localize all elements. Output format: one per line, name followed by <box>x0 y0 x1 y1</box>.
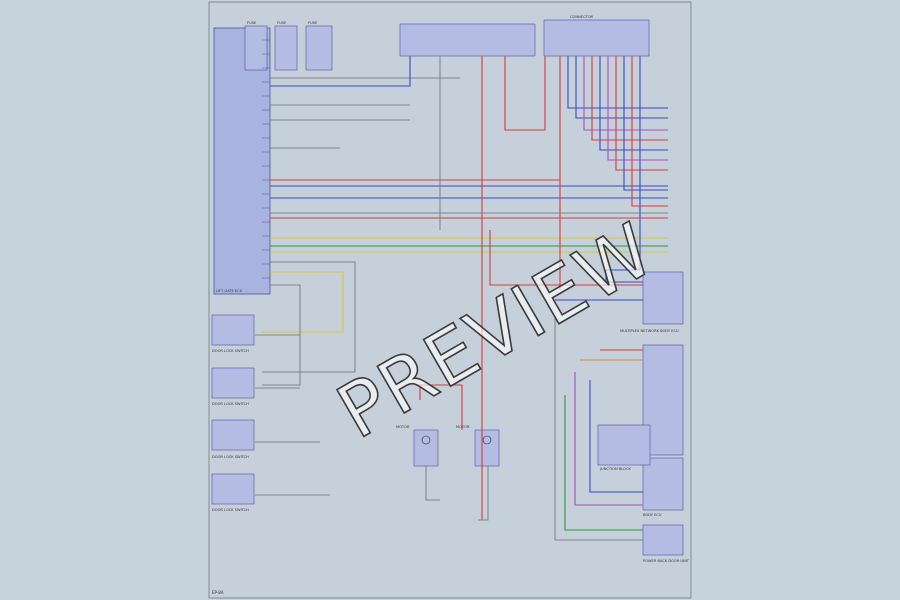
svg-text:DOOR LOCK SWITCH: DOOR LOCK SWITCH <box>212 349 249 353</box>
wire-red <box>615 56 668 171</box>
right-units: MULTIPLEX NETWORK BODY ECU JUNCTION BLOC… <box>597 271 690 563</box>
fuse-label-3: FUSE <box>308 21 318 25</box>
svg-text:BODY ECU: BODY ECU <box>643 513 662 517</box>
svg-text:MOTOR: MOTOR <box>456 425 470 429</box>
fuse-box-1 <box>244 25 268 71</box>
wire-blue <box>605 56 643 283</box>
main-ecu-label: LIFT GATE ECU <box>216 289 243 293</box>
connector-top-right <box>543 19 650 57</box>
wire-red <box>419 384 463 430</box>
wire-blue <box>575 56 668 119</box>
fuse-box-2 <box>274 25 298 71</box>
wire-green <box>564 395 643 531</box>
wire-magenta <box>574 372 643 506</box>
svg-text:MULTIPLEX NETWORK BODY ECU: MULTIPLEX NETWORK BODY ECU <box>620 329 679 333</box>
connector-top-right-label: CONNECTOR <box>570 15 594 19</box>
svg-text:MOTOR: MOTOR <box>396 425 410 429</box>
wire-gray <box>425 466 440 501</box>
wire-red <box>504 56 546 131</box>
main-ecu-block <box>213 27 271 295</box>
left-relays: DOOR LOCK SWITCH DOOR LOCK SWITCH DOOR L… <box>211 314 255 512</box>
wire-red <box>489 230 643 286</box>
fuse-box-3 <box>305 25 333 71</box>
wire-red <box>631 56 668 207</box>
fuse-label-1: FUSE <box>247 21 257 25</box>
wire-blue <box>567 56 668 109</box>
wire-blue <box>599 56 668 151</box>
junction-block-top <box>399 23 536 57</box>
wire-gray <box>554 318 643 541</box>
svg-text:DOOR LOCK SWITCH: DOOR LOCK SWITCH <box>212 508 249 512</box>
wire-blue <box>270 56 411 87</box>
svg-text:DOOR LOCK SWITCH: DOOR LOCK SWITCH <box>212 455 249 459</box>
wire-blue <box>589 380 643 493</box>
fuse-label-2: FUSE <box>277 21 287 25</box>
wire-red <box>591 56 668 141</box>
svg-text:JUNCTION BLOCK: JUNCTION BLOCK <box>599 467 631 471</box>
wire-set <box>255 39 668 541</box>
wire-gray <box>262 261 356 373</box>
wire-blue <box>623 56 668 191</box>
page-id: EP-8A <box>212 590 224 595</box>
wire-yellow <box>262 271 344 333</box>
svg-text:POWER BACK DOOR UNIT: POWER BACK DOOR UNIT <box>643 559 690 563</box>
wire-gray <box>478 466 489 521</box>
center-motors: MOTOR MOTOR <box>396 425 500 467</box>
wire-magenta <box>607 56 668 161</box>
svg-text:DOOR LOCK SWITCH: DOOR LOCK SWITCH <box>212 402 249 406</box>
